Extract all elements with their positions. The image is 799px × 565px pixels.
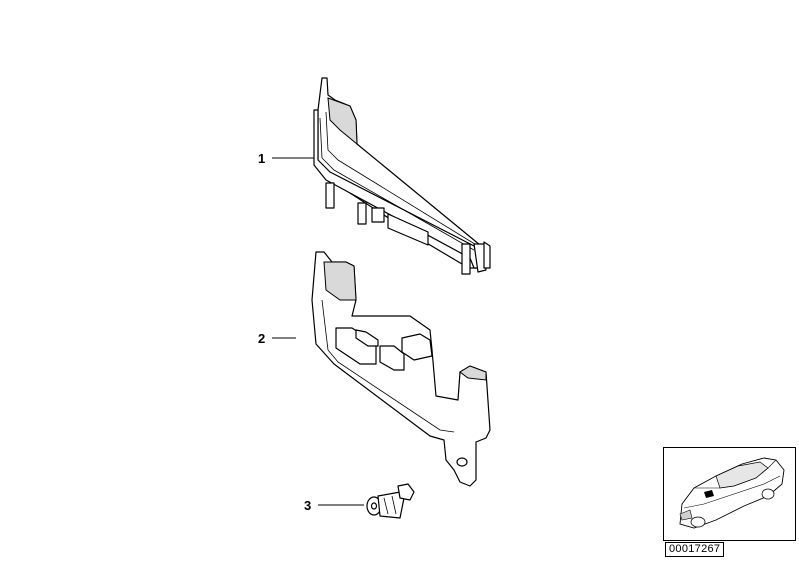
car-icon	[679, 457, 785, 529]
part-1-bracket[interactable]	[313, 77, 491, 275]
vehicle-thumbnail	[663, 447, 796, 541]
callout-3-label: 3	[304, 498, 311, 513]
part-2-holder[interactable]	[311, 251, 491, 487]
diagram-id: 00017267	[665, 542, 725, 557]
callout-1-label: 1	[258, 151, 265, 166]
callout-2-label: 2	[258, 331, 265, 346]
part-3-clip[interactable]	[366, 483, 415, 519]
